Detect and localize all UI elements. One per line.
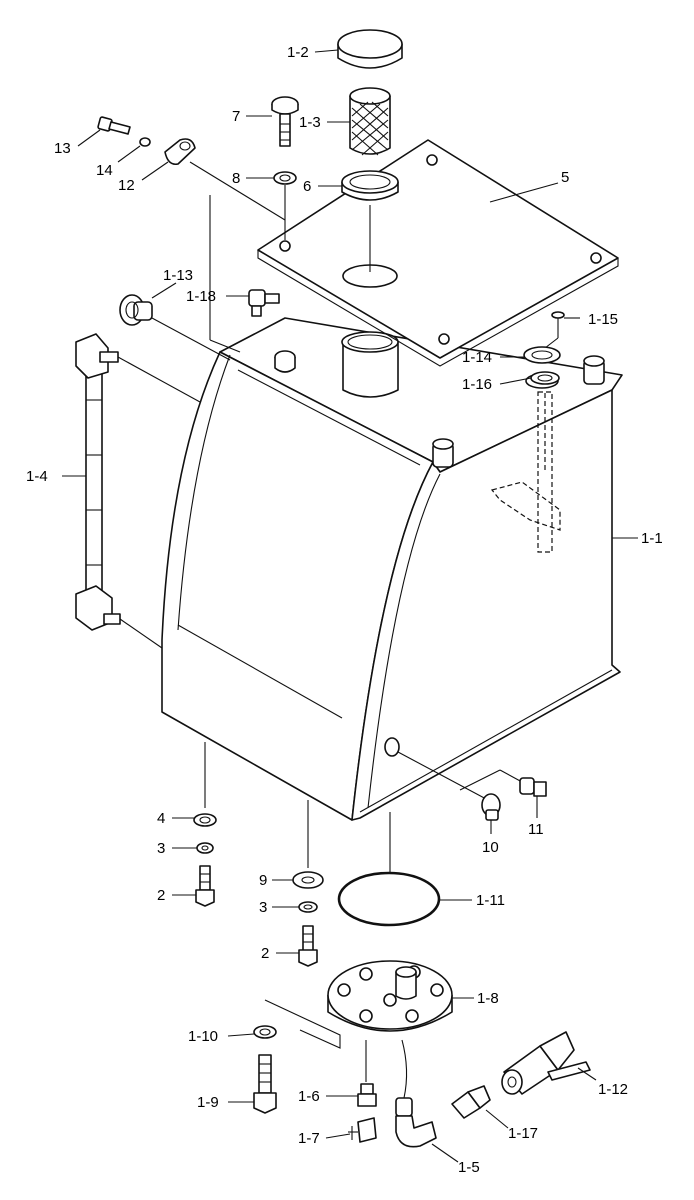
- label-1-13: 1-13: [163, 267, 193, 284]
- label-7: 7: [232, 108, 240, 125]
- label-1-5: 1-5: [458, 1159, 480, 1176]
- label-1-12: 1-12: [598, 1081, 628, 1098]
- label-8: 8: [232, 170, 240, 187]
- label-13: 13: [54, 140, 71, 157]
- plug-10: [481, 793, 501, 821]
- label-1-1: 1-1: [641, 530, 663, 547]
- bolt-2-left: [195, 865, 215, 907]
- elbow-fitting-1-18: [248, 289, 280, 317]
- label-10: 10: [482, 839, 499, 856]
- filler-cap: [337, 29, 403, 69]
- fitting-1-7: [348, 1117, 377, 1143]
- washer-4: [193, 813, 217, 827]
- tank-body: [161, 317, 623, 821]
- washer-3-center: [298, 901, 318, 913]
- label-1-7: 1-7: [298, 1130, 320, 1147]
- label-1-18: 1-18: [186, 288, 216, 305]
- bolt-7: [271, 96, 299, 147]
- label-1-16: 1-16: [462, 376, 492, 393]
- label-6: 6: [303, 178, 311, 195]
- level-gauge-1-4: [75, 333, 201, 649]
- label-1-4: 1-4: [26, 468, 48, 485]
- cap-plug-1-13: [119, 294, 231, 361]
- label-1-14: 1-14: [462, 349, 492, 366]
- leader-lines: [62, 49, 638, 1163]
- valve-1-12: [501, 1031, 591, 1095]
- label-2-center: 2: [261, 945, 269, 962]
- label-1-6: 1-6: [298, 1088, 320, 1105]
- elbow-1-5: [395, 1097, 437, 1148]
- label-11: 11: [528, 821, 544, 838]
- level-sensor-cover-1-14: [523, 346, 561, 364]
- washer-9: [292, 871, 324, 889]
- fitting-1-9: [253, 1054, 277, 1114]
- fitting-1-6: [357, 1083, 377, 1107]
- label-1-2: 1-2: [287, 44, 309, 61]
- label-5: 5: [561, 169, 569, 186]
- gasket-1-16: [530, 371, 560, 385]
- washer-3-left: [196, 842, 214, 854]
- plug-11: [519, 777, 547, 797]
- bolt-2-center: [298, 925, 318, 967]
- bolt-13: [97, 116, 131, 135]
- washer-1-10: [253, 1025, 277, 1039]
- label-12: 12: [118, 177, 135, 194]
- clamp-12: [164, 138, 286, 353]
- strainer: [349, 87, 391, 156]
- label-2-left: 2: [157, 887, 165, 904]
- label-1-8: 1-8: [477, 990, 499, 1007]
- label-1-11: 1-11: [476, 892, 505, 909]
- label-1-3: 1-3: [299, 114, 321, 131]
- label-1-10: 1-10: [188, 1028, 218, 1045]
- label-14: 14: [96, 162, 113, 179]
- label-1-17: 1-17: [508, 1125, 538, 1142]
- filler-flange: [341, 170, 399, 272]
- washer-14: [139, 137, 151, 147]
- label-1-9: 1-9: [197, 1094, 219, 1111]
- label-3-center: 3: [259, 899, 267, 916]
- label-4: 4: [157, 810, 165, 827]
- suction-flange-1-8: [327, 960, 453, 1099]
- label-9: 9: [259, 872, 267, 889]
- label-1-15: 1-15: [588, 311, 618, 328]
- adapter-1-17: [451, 1085, 491, 1119]
- label-3-left: 3: [157, 840, 165, 857]
- screw-1-15: [544, 311, 565, 349]
- part-labels: 1-2 7 1-3 13 14 12 8 6 5 1-13 1-18 1-15 …: [26, 44, 663, 1176]
- o-ring-1-11: [337, 871, 441, 927]
